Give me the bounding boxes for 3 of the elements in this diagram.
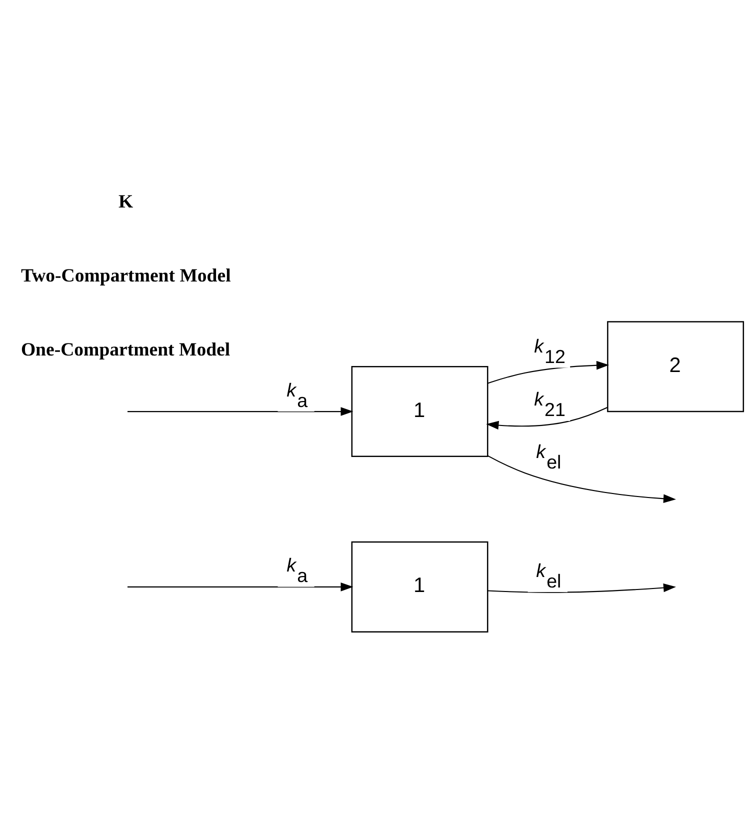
label: Two-Compartment Model <box>20 264 231 286</box>
label: One-Compartment Model <box>20 339 230 360</box>
label: K <box>118 190 134 212</box>
